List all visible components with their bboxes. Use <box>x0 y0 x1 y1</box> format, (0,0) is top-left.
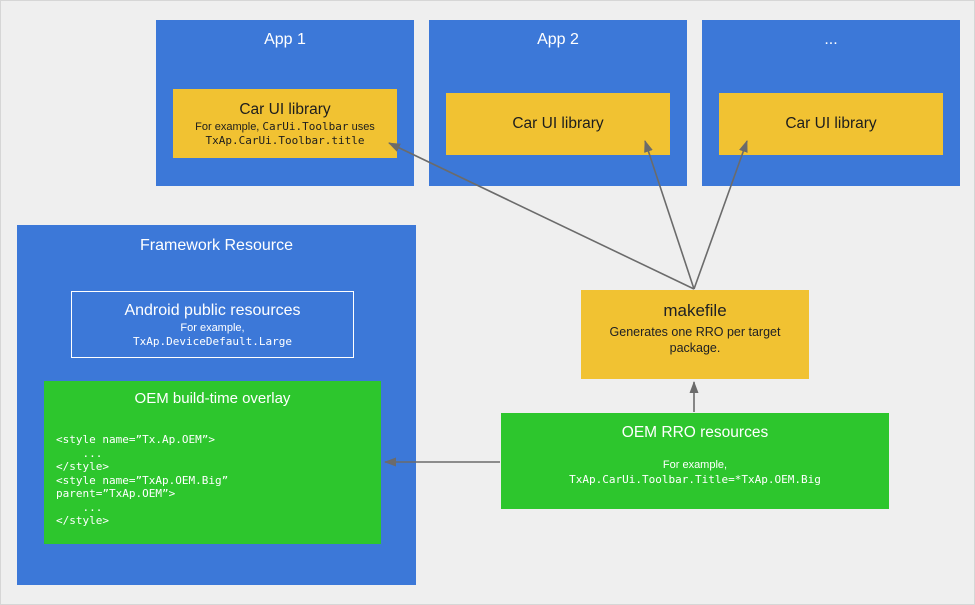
overlay-code-line: </style> <box>56 514 109 527</box>
makefile-title: makefile <box>663 301 727 320</box>
android-public-resources-box: Android public resources For example, Tx… <box>71 291 354 358</box>
app2-car-ui-library-title: Car UI library <box>512 115 604 132</box>
overlay-code-line: <style name=”Tx.Ap.OEM”> <box>56 433 215 446</box>
oem-build-time-overlay-title: OEM build-time overlay <box>134 390 291 407</box>
overlay-code-line: ... <box>56 500 103 514</box>
overlay-code-line: parent=”TxAp.OEM”> <box>56 487 176 500</box>
app2-car-ui-library-box: Car UI library <box>446 93 670 155</box>
app1-car-ui-library-example-code: TxAp.CarUi.Toolbar.title <box>205 133 365 147</box>
overlay-code-line: </style> <box>56 460 109 473</box>
oem-rro-resources-box: OEM RRO resources For example, TxAp.CarU… <box>501 413 889 509</box>
oem-rro-example-label: For example, <box>662 459 728 471</box>
example-inline-code: CarUi.Toolbar <box>262 119 349 133</box>
oem-build-time-overlay-box: OEM build-time overlay <style name=”Tx.A… <box>44 381 381 544</box>
overlay-code-block: <style name=”Tx.Ap.OEM”> ... </style> <s… <box>56 433 228 528</box>
overlay-code-line: ... <box>56 446 103 460</box>
app-ellipsis-car-ui-library-title: Car UI library <box>785 115 877 132</box>
example-suffix: uses <box>348 120 375 133</box>
framework-resource-box: Framework Resource Android public resour… <box>17 225 416 585</box>
android-public-resources-example-label: For example, <box>180 322 245 334</box>
app1-car-ui-library-box: Car UI library For example, CarUi.Toolba… <box>173 89 397 158</box>
oem-rro-example-code: TxAp.CarUi.Toolbar.Title=*TxAp.OEM.Big <box>569 473 821 486</box>
android-public-resources-title: Android public resources <box>124 302 301 319</box>
app1-title: App 1 <box>264 31 306 48</box>
framework-resource-title: Framework Resource <box>140 237 293 254</box>
app1-car-ui-library-example-line: For example, CarUi.Toolbar uses <box>195 120 375 134</box>
app-ellipsis-car-ui-library-box: Car UI library <box>719 93 943 155</box>
app-ellipsis-box: ... Car UI library <box>702 20 960 186</box>
makefile-subtitle: Generates one RRO per target package. <box>609 325 781 355</box>
oem-rro-resources-title: OEM RRO resources <box>621 424 769 441</box>
example-prefix: For example, <box>195 120 263 133</box>
app-ellipsis-title: ... <box>824 31 838 48</box>
app2-title: App 2 <box>537 31 579 48</box>
app2-box: App 2 Car UI library <box>429 20 687 186</box>
android-public-resources-example-code: TxAp.DeviceDefault.Large <box>133 335 292 348</box>
app1-car-ui-library-title: Car UI library <box>239 100 331 118</box>
makefile-box: makefile Generates one RRO per target pa… <box>581 290 809 379</box>
overlay-code-line: <style name=”TxAp.OEM.Big” <box>56 473 229 487</box>
app1-box: App 1 Car UI library For example, CarUi.… <box>156 20 414 186</box>
